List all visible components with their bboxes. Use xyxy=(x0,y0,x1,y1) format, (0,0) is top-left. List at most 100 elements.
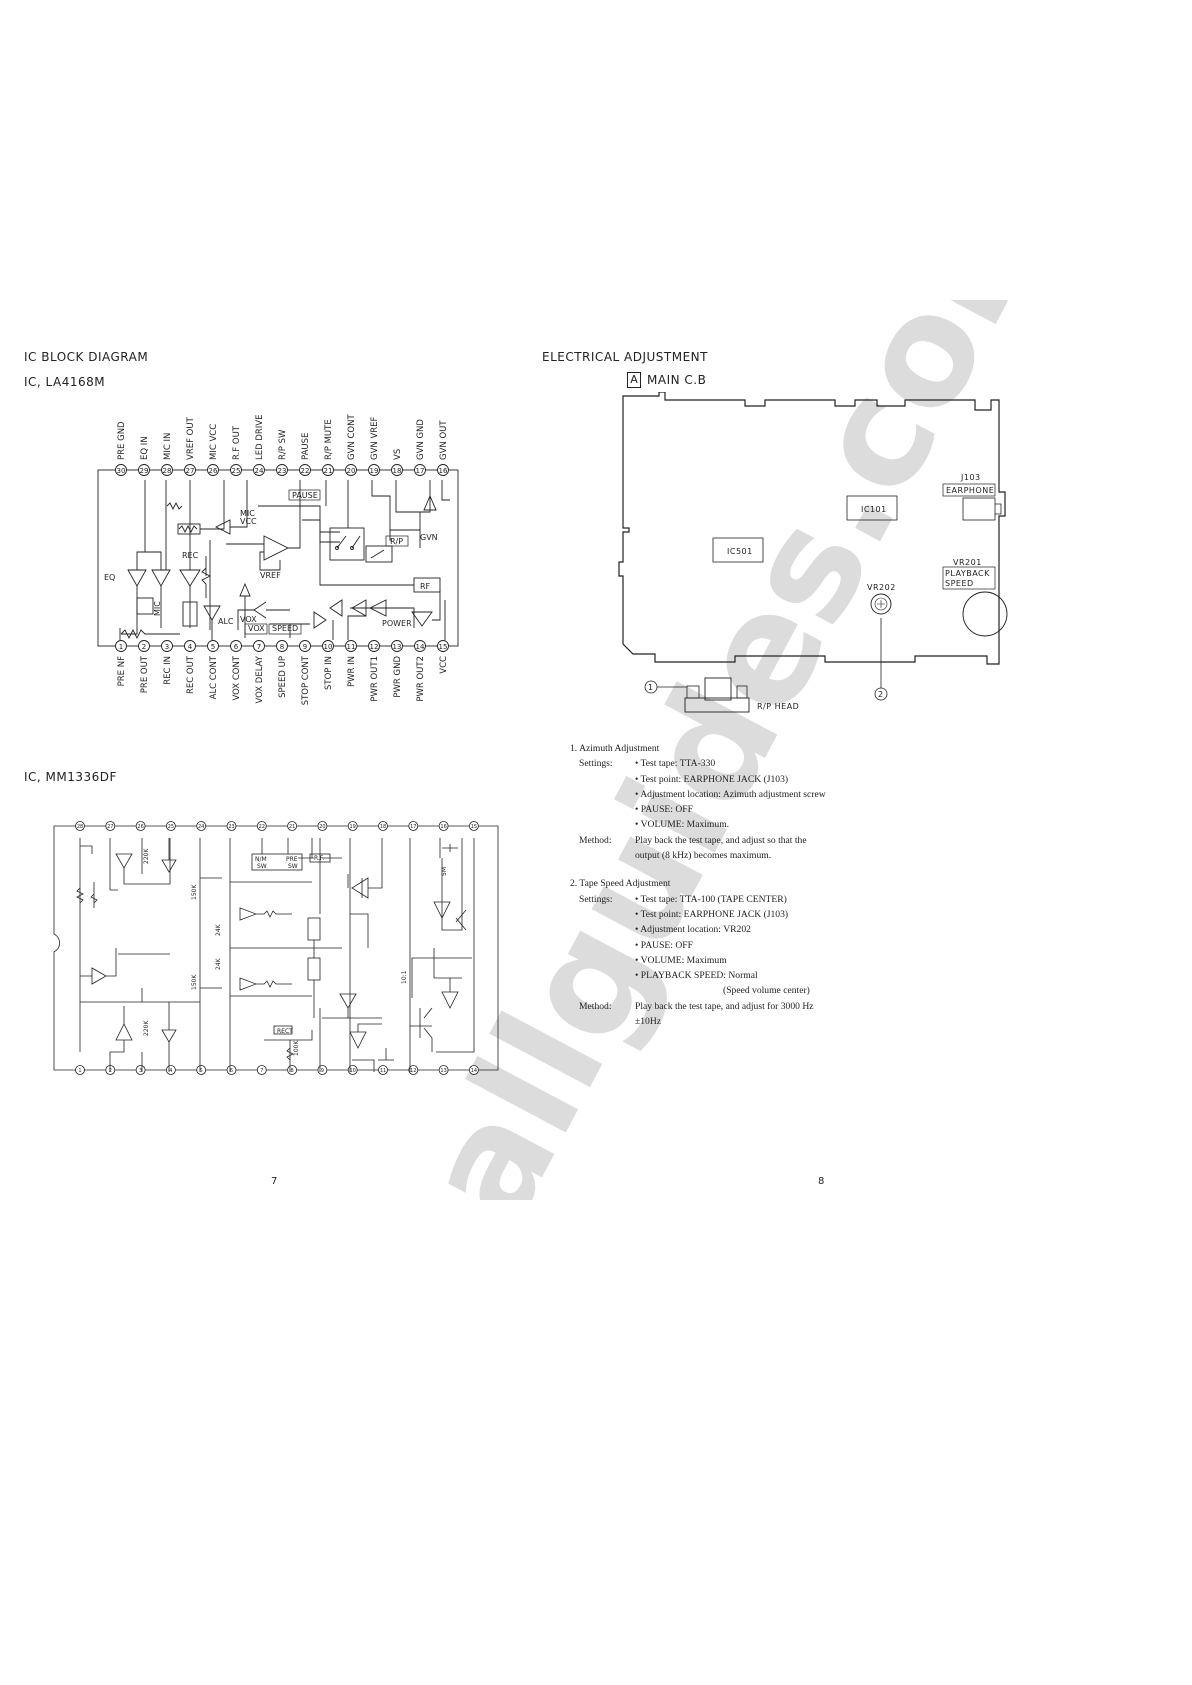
setting-item: • Test tape: TTA-100 (TAPE CENTER) xyxy=(635,893,787,905)
setting-item: • PLAYBACK SPEED: Normal xyxy=(635,970,758,982)
rec-amp xyxy=(179,569,201,587)
ic1-pin-4 xyxy=(184,640,196,652)
adjustment-title: 2. Tape Speed Adjustment xyxy=(570,878,671,890)
ic1-label-vox_box: VOX xyxy=(248,624,265,633)
ic1-pin-name: MIC IN xyxy=(163,433,173,460)
ic1-pin-12 xyxy=(368,640,380,652)
method-line: ±10Hz xyxy=(635,1016,662,1028)
ic2-pin-11 xyxy=(378,1065,388,1075)
ic1-pin-28 xyxy=(161,464,173,476)
ic1-pin-26 xyxy=(207,464,219,476)
method-label: Method: xyxy=(579,834,612,846)
ic2-pin-12 xyxy=(408,1065,419,1075)
ic1-pin-number: 14 xyxy=(416,643,425,651)
ic2-pin-number: 1 xyxy=(78,1068,81,1074)
ic1-pin-8 xyxy=(276,640,288,652)
ic1-pin-name: R/P MUTE xyxy=(324,419,334,460)
ic1-label-vref: VREF xyxy=(260,571,281,580)
ic1-pin-19 xyxy=(368,464,380,476)
ic1-pin-2 xyxy=(138,640,150,652)
ic2-pin-number: 3 xyxy=(139,1068,142,1074)
ic1-pin-number: 10 xyxy=(324,643,333,651)
ic1-pin-11 xyxy=(345,640,357,652)
ic2-pin-13 xyxy=(438,1065,449,1075)
label-speed: SPEED xyxy=(945,579,974,588)
ic1-pin-13 xyxy=(391,640,403,652)
ic1-pin-name: MIC VCC xyxy=(209,424,219,460)
ic2-pin-number: 5 xyxy=(200,1068,203,1074)
ic1-pin-number: 13 xyxy=(393,643,402,651)
label-vr202: VR202 xyxy=(867,583,896,592)
feedback-resistor xyxy=(120,628,180,640)
ic1-pin-18 xyxy=(391,464,403,476)
page-number-left: 7 xyxy=(271,1176,278,1187)
ic2-label-rf: R.F. xyxy=(314,855,324,862)
ic1-pin-number: 1 xyxy=(119,643,123,651)
ic2-pin-number: 26 xyxy=(137,824,143,830)
ic1-pin-27 xyxy=(184,464,196,476)
ic1-label-speed: SPEED xyxy=(272,624,298,633)
ic2-pin-6 xyxy=(226,1065,237,1075)
ic2-pin-number: 23 xyxy=(228,824,234,830)
setting-item: • Adjustment location: Azimuth adjustmen… xyxy=(635,788,826,800)
ic1-pin-name: R.F OUT xyxy=(232,425,242,460)
ic2-pin-number: 12 xyxy=(410,1068,416,1074)
ic1-pin-10 xyxy=(322,640,334,652)
ic1-pin-number: 28 xyxy=(163,467,172,475)
ic1-pin-number: 26 xyxy=(209,467,218,475)
alc-amp xyxy=(203,605,221,621)
ic1-pin-number: 6 xyxy=(234,643,239,651)
ic1-pin-name: R/P SW xyxy=(278,429,288,460)
ic1-title: IC, LA4168M xyxy=(24,375,106,389)
ic1-pin-number: 29 xyxy=(140,467,149,475)
ic1-pin-number: 25 xyxy=(232,467,241,475)
ic2-pin-14 xyxy=(468,1065,479,1075)
adjustment-title: 1. Azimuth Adjustment xyxy=(570,743,660,754)
ic1-pin-9 xyxy=(299,640,311,652)
ic1-pin-29 xyxy=(138,464,150,476)
method-line: Play back the test tape, and adjust for … xyxy=(635,1000,814,1012)
ic2-pin-17 xyxy=(408,821,419,831)
vr202-pot xyxy=(870,593,892,615)
board-title: MAIN C.B xyxy=(647,373,707,387)
ic1-label-rec: REC xyxy=(182,551,199,560)
ic1-pin-name: PRE GND xyxy=(117,421,127,460)
ic1-pin-name: VREF OUT xyxy=(186,416,196,460)
ic2-label-sw2: SW xyxy=(288,863,298,870)
ic1-pin-number: 21 xyxy=(324,467,333,475)
ic1-pin-17 xyxy=(414,464,426,476)
ic1-pin-name: STOP IN xyxy=(324,656,334,690)
ic1-label-power: POWER xyxy=(382,619,412,628)
ic1-pin-22 xyxy=(299,464,311,476)
ic1-pin-23 xyxy=(276,464,288,476)
method-line: Play back the test tape, and adjust so t… xyxy=(635,834,807,846)
ic1-pin-number: 8 xyxy=(280,643,284,651)
earphone-jack xyxy=(962,497,996,521)
ic2-pin-number: 17 xyxy=(410,824,416,830)
ic2-label-r5m: 5M xyxy=(441,867,448,876)
ic1-pin-number: 4 xyxy=(188,643,193,651)
ic1-pin-15 xyxy=(437,640,449,652)
ic1-pin-6 xyxy=(230,640,242,652)
adjustment-2: 2. Tape Speed Adjustment Settings: • Tes… xyxy=(570,876,870,1029)
ic2-pin-22 xyxy=(256,821,267,831)
ic2-pin-24 xyxy=(196,821,207,831)
ic2-pin-number: 28 xyxy=(77,824,83,830)
vref-amp xyxy=(263,535,290,561)
ic2-pin-number: 21 xyxy=(289,824,295,830)
ic1-pin-number: 7 xyxy=(257,643,261,651)
ic1-label-vox: VOX xyxy=(240,615,257,624)
ic1-pin-name: STOP CONT xyxy=(301,655,311,705)
ic1-pin-5 xyxy=(207,640,219,652)
ic2-label-nm: N/M xyxy=(255,856,267,863)
ic1-pin-name: GVN VREF xyxy=(370,416,380,460)
ic1-pin-1 xyxy=(115,640,127,652)
ic2-label-r10: 10:1 xyxy=(401,970,408,984)
ic2-pin-number: 4 xyxy=(169,1068,172,1074)
ic1-label-rp: R/P xyxy=(390,537,403,546)
ic1-pin-name: PAUSE xyxy=(301,433,311,460)
ic1-pin-name: PRE NF xyxy=(117,656,127,686)
ic1-pin-number: 19 xyxy=(370,467,379,475)
ic1-pin-number: 27 xyxy=(186,467,195,475)
